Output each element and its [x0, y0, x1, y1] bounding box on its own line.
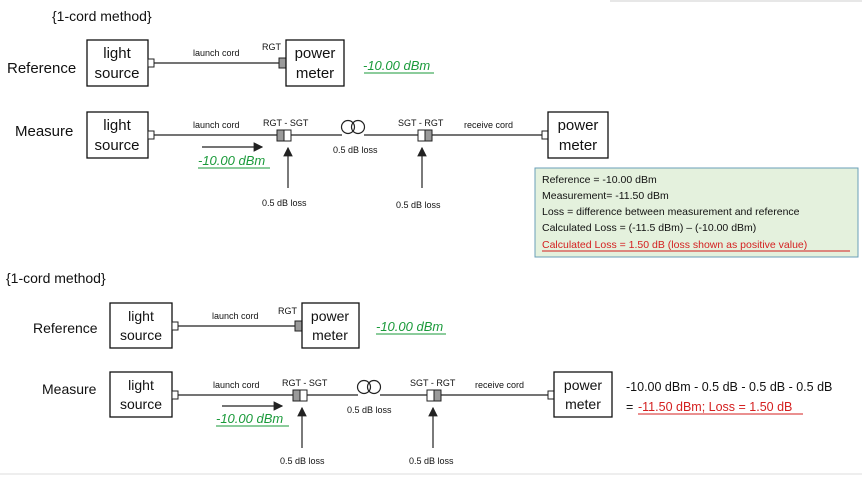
bottom-reference-label: Reference: [33, 320, 98, 336]
top-note-line-4: Calculated Loss = (-11.5 dBm) – (-10.00 …: [542, 222, 756, 234]
top-meas-conn1-right: [283, 129, 292, 142]
top-note-line-3: Loss = difference between measurement an…: [542, 206, 800, 218]
bottom-meas-spool-icon-b: [366, 379, 382, 395]
bottom-ref-reading: -10.00 dBm: [376, 319, 443, 334]
bottom-ref-power-meter-l1: power: [311, 308, 349, 324]
top-receive-cord-label: receive cord: [464, 120, 513, 130]
bottom-ref-power-meter-box: [301, 302, 360, 349]
bottom-meas-light-source-box: [109, 371, 173, 418]
top-conn1-loss-label: 0.5 dB loss: [262, 198, 307, 208]
top-meas-meter-port: [541, 130, 549, 140]
top-ref-power-meter-l1: power: [295, 45, 336, 62]
bottom-meas-light-source-l2: source: [120, 396, 162, 412]
top-meas-conn1-left: [276, 129, 285, 142]
bottom-meas-conn1-right: [299, 389, 308, 402]
bottom-spool-loss-label: 0.5 dB loss: [347, 405, 392, 415]
bottom-calc-line-1: -10.00 dBm - 0.5 dB - 0.5 dB - 0.5 dB: [626, 380, 832, 394]
top-note-box: [534, 167, 859, 258]
top-note-line-1: Reference = -10.00 dBm: [542, 174, 657, 186]
bottom-meas-spool-icon-a: [356, 379, 372, 395]
bottom-ref-launch-cord-label: launch cord: [212, 311, 259, 321]
top-meas-spool-icon-a: [340, 119, 356, 135]
top-ref-rgt-connector: [278, 57, 287, 69]
bottom-meas-conn2-right: [433, 389, 442, 402]
bottom-ref-light-source-l2: source: [120, 327, 162, 343]
top-spool-loss-label: 0.5 dB loss: [333, 145, 378, 155]
bottom-meas-light-source-l1: light: [128, 377, 154, 393]
bottom-meas-power-meter-box: [553, 371, 613, 418]
top-note-line-2: Measurement= -11.50 dBm: [542, 190, 669, 202]
bottom-ref-rgt-connector: [294, 320, 303, 332]
bottom-ref-light-source-box: [109, 302, 173, 349]
top-launch-reading: -10.00 dBm: [198, 153, 265, 168]
top-conn2-loss-label: 0.5 dB loss: [396, 200, 441, 210]
bottom-calc-equals: =: [626, 400, 633, 414]
top-ref-power-meter-l2: meter: [296, 65, 334, 82]
bottom-receive-cord-label: receive cord: [475, 380, 524, 390]
top-heading: {1-cord method}: [52, 8, 152, 24]
bottom-meas-meter-port: [547, 390, 555, 400]
top-ref-rgt-label: RGT: [262, 42, 282, 52]
top-note-line-5: Calculated Loss = 1.50 dB (loss shown as…: [542, 239, 807, 251]
top-meas-power-meter-l1: power: [558, 117, 599, 134]
top-meas-rgt-sgt-label: RGT - SGT: [263, 118, 309, 128]
top-calculation-note: Reference = -10.00 dBm Measurement= -11.…: [534, 167, 859, 258]
top-ref-launch-cord-label: launch cord: [193, 48, 240, 58]
top-meas-sgt-rgt-label: SGT - RGT: [398, 118, 444, 128]
bottom-meas-rgt-sgt-label: RGT - SGT: [282, 378, 328, 388]
top-reference-label: Reference: [7, 60, 76, 77]
top-meas-launch-cord-label: launch cord: [193, 120, 240, 130]
bottom-meas-power-meter-l1: power: [564, 377, 602, 393]
top-ref-light-source-l2: source: [94, 65, 139, 82]
top-measure-label: Measure: [15, 123, 73, 140]
top-ref-source-port: [147, 58, 155, 68]
bottom-heading: {1-cord method}: [6, 270, 106, 286]
bottom-conn1-loss-label: 0.5 dB loss: [280, 456, 325, 466]
bottom-meas-power-meter-l2: meter: [565, 396, 601, 412]
bottom-meas-source-port: [171, 390, 179, 400]
bottom-calc-result: -11.50 dBm; Loss = 1.50 dB: [638, 400, 792, 414]
top-meas-light-source-l2: source: [94, 137, 139, 154]
bottom-meas-sgt-rgt-label: SGT - RGT: [410, 378, 456, 388]
bottom-launch-reading: -10.00 dBm: [216, 411, 283, 426]
bottom-ref-light-source-l1: light: [128, 308, 154, 324]
top-ref-light-source-l1: light: [103, 45, 131, 62]
top-meas-power-meter-l2: meter: [559, 137, 597, 154]
top-meas-conn2-left: [417, 129, 426, 142]
bottom-ref-power-meter-l2: meter: [312, 327, 348, 343]
bottom-ref-source-port: [171, 321, 179, 331]
bottom-meas-conn2-left: [426, 389, 435, 402]
bottom-meas-conn1-left: [292, 389, 301, 402]
top-ref-reading: -10.00 dBm: [363, 58, 430, 73]
top-diagram: {1-cord method} Reference light source l…: [7, 8, 859, 258]
top-meas-light-source-box: [86, 111, 149, 159]
bottom-diagram: {1-cord method} Reference light source l…: [6, 270, 832, 466]
bottom-meas-launch-cord-label: launch cord: [213, 380, 260, 390]
bottom-conn2-loss-label: 0.5 dB loss: [409, 456, 454, 466]
bottom-measure-label: Measure: [42, 381, 97, 397]
top-meas-conn2-right: [424, 129, 433, 142]
bottom-ref-rgt-label: RGT: [278, 306, 298, 316]
top-ref-power-meter-box: [285, 39, 345, 87]
top-meas-source-port: [147, 130, 155, 140]
top-meas-light-source-l1: light: [103, 117, 131, 134]
top-meas-power-meter-box: [547, 111, 609, 159]
top-meas-spool-icon-b: [350, 119, 366, 135]
